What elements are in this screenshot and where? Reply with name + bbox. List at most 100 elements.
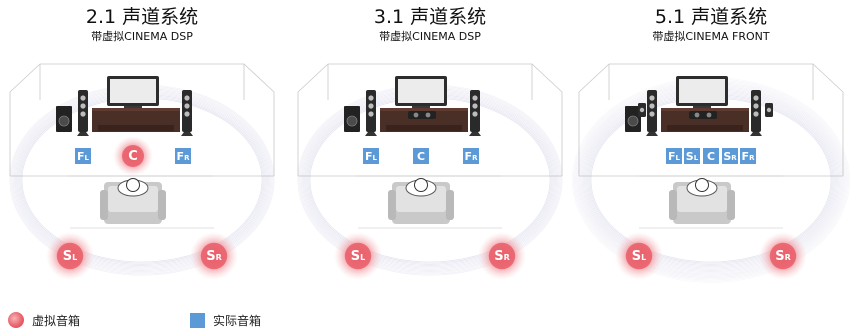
tower-body — [366, 90, 376, 132]
tower-driver — [753, 95, 759, 101]
real-speaker-label: FR — [742, 150, 756, 163]
real-speaker-label: C — [707, 150, 715, 163]
real-speaker-box — [175, 148, 191, 164]
real-speaker-fr: FR — [740, 148, 756, 164]
tower-driver — [649, 111, 655, 117]
room-side-walls — [578, 63, 844, 176]
panel-subtitle: 带虚拟CINEMA DSP — [379, 30, 481, 43]
small-speaker-driver — [639, 107, 645, 113]
room-outline — [578, 63, 844, 229]
panel-title: 3.1 声道系统 — [373, 6, 487, 28]
center-speaker-body — [689, 111, 717, 119]
left-tower-speaker — [77, 90, 89, 136]
subwoofer-cone — [58, 115, 70, 127]
virtual-speaker-label: SR — [206, 249, 222, 264]
real-speaker-swatch — [190, 312, 205, 328]
virtual-speaker-sr: SR — [478, 232, 526, 280]
tower-base — [181, 132, 193, 136]
sound-field-rings — [571, 77, 851, 283]
tower-driver — [368, 111, 374, 117]
real-speaker-label: FL — [77, 150, 90, 163]
subwoofer-icon — [56, 106, 72, 132]
tv-cabinet — [380, 108, 468, 132]
real-speaker-box — [463, 148, 479, 164]
subwoofer-icon — [625, 106, 641, 132]
real-speaker-box — [666, 148, 682, 164]
left-tower-speaker — [365, 90, 377, 136]
virtual-speaker-core — [625, 242, 653, 270]
virtual-speaker-label: SR — [775, 249, 791, 264]
real-speaker-fr: FR — [175, 148, 191, 164]
virtual-speaker-label: SL — [351, 249, 365, 264]
real-speaker-label: FR — [465, 150, 479, 163]
real-speaker-label: FR — [177, 150, 191, 163]
virtual-speaker-core — [200, 242, 228, 270]
surround-right-small-speaker — [765, 103, 773, 117]
tower-driver — [753, 103, 759, 109]
virtual-speaker-core — [344, 242, 372, 270]
center-speaker-body — [408, 111, 436, 119]
panel-subtitle: 带虚拟CINEMA DSP — [91, 30, 193, 43]
tower-driver — [368, 95, 374, 101]
room-outline — [297, 63, 563, 229]
right-tower-speaker — [181, 90, 193, 136]
tv-icon — [676, 76, 728, 110]
tower-driver — [184, 95, 190, 101]
center-woofer — [694, 112, 700, 118]
real-speaker-box — [740, 148, 756, 164]
small-speaker-driver — [766, 107, 772, 113]
right-tower-speaker — [469, 90, 481, 136]
tower-body — [182, 90, 192, 132]
real-speaker-box — [703, 148, 719, 164]
real-speaker-fl: FL — [666, 148, 682, 164]
listener-icon — [686, 178, 718, 197]
cabinet-drawer — [98, 125, 174, 131]
listener-head — [695, 178, 709, 192]
virtual-speaker-sr: SR — [759, 232, 807, 280]
sofa-arm-right — [158, 190, 166, 220]
legend-virtual-label: 虚拟音箱 — [32, 313, 81, 328]
scene-3-1: SL SR FL C FR — [297, 63, 563, 280]
virtual-speaker-c: C — [113, 136, 153, 176]
scene-2-1: SL SR FL C FR — [9, 63, 275, 280]
virtual-speaker-core — [488, 242, 516, 270]
real-speaker-box — [684, 148, 700, 164]
tower-base — [469, 132, 481, 136]
virtual-speaker-core — [122, 145, 144, 167]
real-speaker-box — [413, 148, 429, 164]
center-speaker-icon — [689, 111, 717, 119]
legend-virtual-speaker: 虚拟音箱 — [8, 311, 80, 329]
virtual-speaker-label: C — [128, 149, 138, 164]
tower-driver — [184, 103, 190, 109]
real-speaker-c: C — [413, 148, 429, 164]
tower-driver — [753, 111, 759, 117]
real-speaker-fr: FR — [463, 148, 479, 164]
sofa-arm-right — [446, 190, 454, 220]
virtual-speaker-sl: SL — [615, 232, 663, 280]
subwoofer-cone — [627, 115, 639, 127]
real-speaker-label: FL — [668, 150, 681, 163]
panel-subtitle: 带虚拟CINEMA FRONT — [652, 30, 770, 43]
cabinet-drawer — [667, 125, 743, 131]
listener-head — [414, 178, 428, 192]
real-speaker-fl: FL — [363, 148, 379, 164]
virtual-speaker-core — [769, 242, 797, 270]
tower-body — [647, 90, 657, 132]
tv-icon — [107, 76, 159, 110]
center-woofer — [425, 112, 431, 118]
virtual-speaker-sr: SR — [190, 232, 238, 280]
tower-driver — [649, 103, 655, 109]
panel-3-1-system: SL SR FL C FR 3.1 声道系统 带虚拟CINEMA DSP — [288, 0, 572, 305]
tower-driver — [80, 95, 86, 101]
virtual-speaker-sl: SL — [46, 232, 94, 280]
real-speaker-label: SL — [686, 150, 699, 163]
tv-cabinet — [92, 108, 180, 132]
listener-head — [126, 178, 140, 192]
virtual-speaker-swatch — [8, 312, 24, 328]
real-speaker-label: FL — [365, 150, 378, 163]
tv-cabinet — [661, 108, 749, 132]
sofa-arm-left — [669, 190, 677, 220]
